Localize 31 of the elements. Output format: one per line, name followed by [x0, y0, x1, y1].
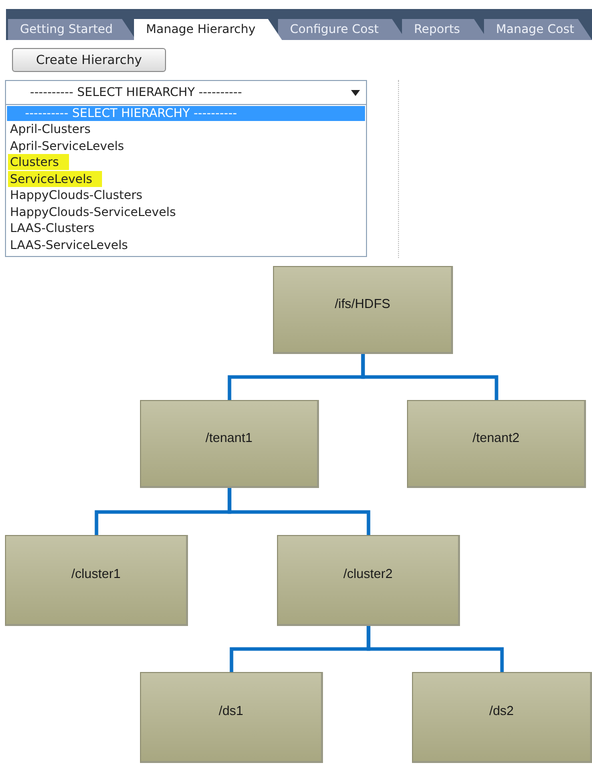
- node-label: /tenant1: [206, 430, 252, 445]
- node-label: /ds1: [218, 703, 244, 718]
- selected-tab: Manage Hierarchy: [134, 19, 282, 40]
- selected-option: ---------- SELECT HIERARCHY ----------: [7, 106, 365, 121]
- highlighted-option: ServiceLevels: [8, 170, 102, 187]
- node-box: [140, 400, 319, 488]
- node-label: /cluster1: [71, 566, 121, 581]
- highlighted-option: Clusters: [8, 154, 69, 170]
- node-box: [273, 266, 453, 354]
- node-box: [5, 535, 188, 626]
- node-box: [412, 672, 592, 763]
- button: Create Hierarchy: [12, 48, 166, 72]
- list-option: April-Clusters: [8, 121, 93, 137]
- node-box: [407, 400, 586, 488]
- connector-line: [228, 488, 370, 535]
- connector-line: [361, 354, 498, 400]
- connector-line: [366, 626, 504, 672]
- node-label: /cluster2: [343, 566, 393, 581]
- node-label: /tenant2: [472, 430, 520, 445]
- node-label: /ifs/HDFS: [334, 296, 390, 311]
- node-label: /ds2: [489, 703, 514, 718]
- list-option: HappyClouds-Clusters: [8, 187, 144, 204]
- list-option: LAAS-ServiceLevels: [8, 236, 130, 253]
- tab: Manage Cost: [484, 19, 592, 40]
- node-box: [277, 535, 460, 626]
- tab: Getting Started: [8, 19, 136, 40]
- list-option: April-ServiceLevels: [8, 138, 126, 154]
- list-option: LAAS-Clusters: [8, 220, 97, 236]
- node-box: [140, 672, 323, 763]
- dropdown-field: ---------- SELECT HIERARCHY ----------: [5, 80, 367, 105]
- list-option: HappyClouds-ServiceLevels: [8, 204, 178, 220]
